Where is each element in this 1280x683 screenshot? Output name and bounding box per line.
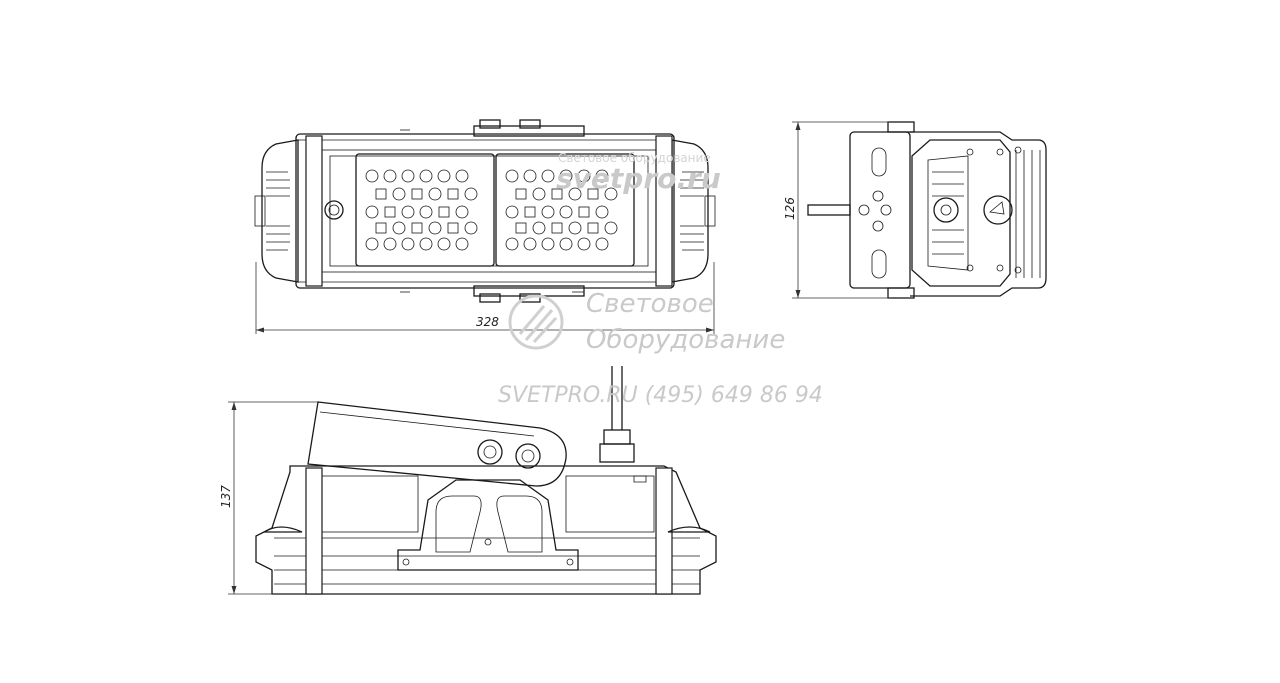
watermark-line2: Оборудование — [586, 325, 785, 355]
watermark: Световое оборудование svetpro.ru Светово… — [498, 151, 823, 408]
dimension-height-side-label: 126 — [783, 197, 797, 220]
led-lens — [419, 205, 433, 219]
dimension-height-side: 126 — [783, 121, 890, 299]
led-square — [411, 222, 423, 234]
led-lens — [401, 169, 415, 183]
led-square — [384, 206, 396, 218]
led-square — [375, 222, 387, 234]
led-lens — [392, 187, 406, 201]
led-lens — [419, 169, 433, 183]
led-square — [447, 188, 459, 200]
led-square — [375, 188, 387, 200]
led-square — [587, 188, 599, 200]
led-lens — [523, 237, 537, 251]
led-lens — [464, 221, 478, 235]
led-lens — [541, 169, 555, 183]
led-lens — [577, 237, 591, 251]
led-square — [587, 222, 599, 234]
led-lens — [595, 169, 609, 183]
led-lens — [505, 169, 519, 183]
dimension-height-front-label: 137 — [219, 485, 233, 508]
led-square — [515, 222, 527, 234]
led-square — [524, 206, 536, 218]
front-view — [255, 366, 717, 595]
led-lens — [419, 237, 433, 251]
led-lens — [604, 187, 618, 201]
led-lens — [455, 237, 469, 251]
led-lens — [532, 187, 546, 201]
led-lens — [505, 205, 519, 219]
led-lens — [568, 221, 582, 235]
dimension-length: 328 — [255, 262, 715, 334]
led-lens — [437, 237, 451, 251]
led-lens — [401, 237, 415, 251]
watermark-top-url: svetpro.ru — [556, 162, 721, 195]
led-square — [551, 188, 563, 200]
led-lens — [595, 237, 609, 251]
dimension-height-front: 137 — [219, 401, 318, 595]
led-lens — [383, 237, 397, 251]
led-lens — [464, 187, 478, 201]
top-view — [254, 119, 716, 303]
led-lens — [532, 221, 546, 235]
watermark-contact: SVETPRO.RU (495) 649 86 94 — [498, 383, 823, 408]
led-lens — [505, 237, 519, 251]
led-lens — [437, 169, 451, 183]
led-array — [365, 169, 618, 251]
led-lens — [595, 205, 609, 219]
led-lens — [541, 237, 555, 251]
led-lens — [428, 221, 442, 235]
led-lens — [392, 221, 406, 235]
led-lens — [559, 169, 573, 183]
led-lens — [568, 187, 582, 201]
led-square — [551, 222, 563, 234]
led-lens — [365, 237, 379, 251]
watermark-logo-icon — [508, 294, 564, 350]
led-square — [447, 222, 459, 234]
dimension-length-label: 328 — [476, 315, 499, 329]
led-lens — [365, 169, 379, 183]
led-lens — [577, 169, 591, 183]
led-lens — [383, 169, 397, 183]
led-lens — [365, 205, 379, 219]
led-square — [515, 188, 527, 200]
led-lens — [541, 205, 555, 219]
led-lens — [455, 169, 469, 183]
watermark-small-text: Световое оборудование — [558, 151, 711, 165]
led-lens — [559, 205, 573, 219]
led-lens — [401, 205, 415, 219]
led-lens — [559, 237, 573, 251]
led-square — [438, 206, 450, 218]
led-lens — [428, 187, 442, 201]
led-lens — [604, 221, 618, 235]
watermark-line1: Световое — [586, 289, 714, 319]
led-square — [578, 206, 590, 218]
led-lens — [523, 169, 537, 183]
led-lens — [455, 205, 469, 219]
side-view — [807, 121, 1047, 299]
led-square — [411, 188, 423, 200]
